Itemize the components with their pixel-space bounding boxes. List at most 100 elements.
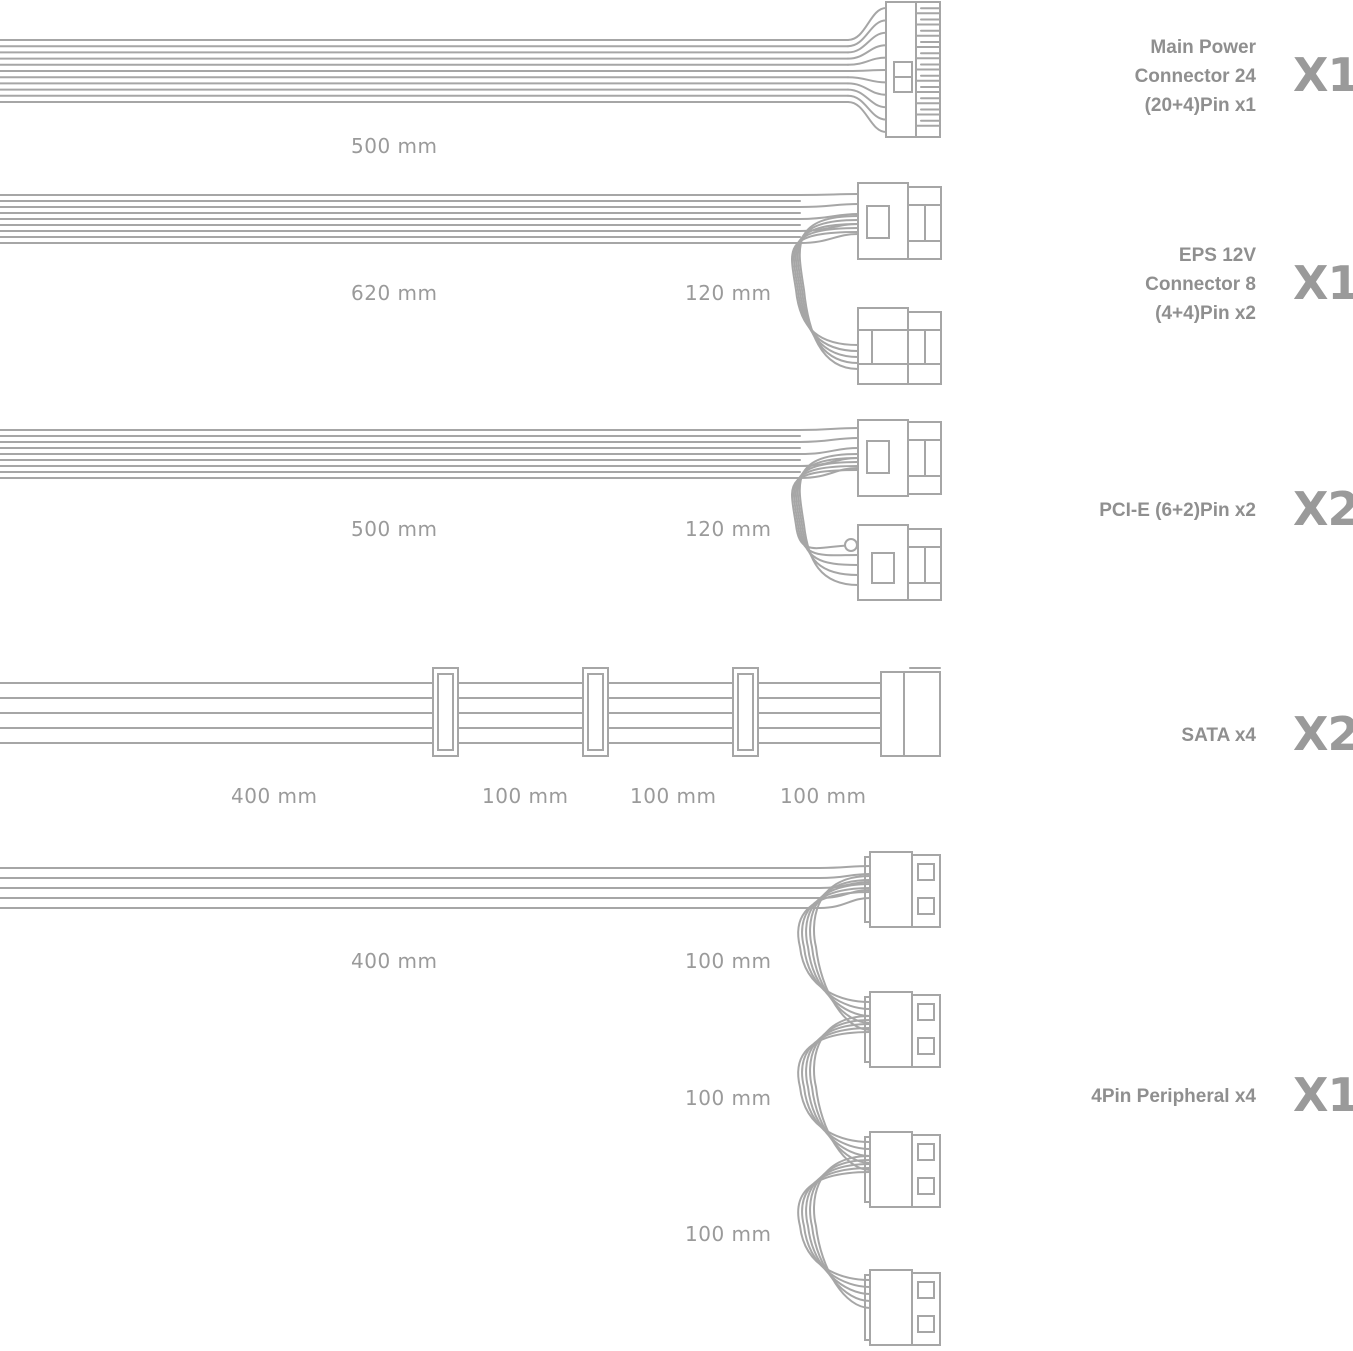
- periph-cable-fanout-wire: [819, 897, 871, 909]
- eps-cable-fanout-wire: [799, 193, 859, 196]
- name-line: SATA x4: [1181, 725, 1256, 746]
- eps-cable-fanout-wire: [799, 213, 859, 220]
- periph-cable-fanout-wire: [819, 865, 871, 869]
- periph-cable-split-wire: [809, 1159, 871, 1302]
- length-label-sata-segment-3: 100 mm: [780, 784, 867, 808]
- pcie-cable-split-wire: [796, 457, 859, 576]
- connector-name-pcie: PCI-E (6+2)Pin x2: [1099, 496, 1256, 525]
- main-cable-fanout-wire: [847, 7, 887, 41]
- pcie-connector-latch-bottom: [871, 552, 895, 584]
- length-label-periph-cable: 400 mm: [351, 949, 438, 973]
- name-line: EPS 12V: [1178, 245, 1256, 266]
- periph-cable-split-wire: [813, 1155, 871, 1309]
- main-cable-fanout-wire: [847, 19, 887, 48]
- main-cable-fanout-wire: [847, 69, 887, 72]
- periph-connector-edge: [864, 1274, 871, 1341]
- connector-name-eps: EPS 12V Connector 8 (4+4)Pin x2: [1145, 241, 1256, 328]
- periph-connector-edge: [864, 856, 871, 923]
- quantity-sata: X2: [1293, 707, 1353, 761]
- peripheral-cable: [0, 851, 941, 1346]
- name-line: (20+4)Pin x1: [1144, 95, 1256, 116]
- periph-connector-pin: [917, 863, 935, 881]
- quantity-eps: X1: [1293, 256, 1353, 310]
- eps-connector-latch-top: [866, 205, 890, 239]
- periph-cable-split-wire: [805, 883, 871, 1017]
- name-line: Connector 24: [1134, 66, 1256, 87]
- periph-cable-split-wire: [801, 887, 871, 1010]
- length-label-periph-segment-3: 100 mm: [685, 1222, 772, 1246]
- sata-inline-connector-slot: [437, 673, 454, 751]
- main-cable-fanout-wire: [847, 88, 887, 109]
- length-label-eps-cable: 620 mm: [351, 281, 438, 305]
- periph-connector-body: [869, 991, 913, 1068]
- length-label-main-cable: 500 mm: [351, 134, 438, 158]
- name-line: (4+4)Pin x2: [1155, 303, 1256, 324]
- periph-cable-split-wire: [809, 879, 871, 1024]
- periph-connector-body: [869, 1269, 913, 1346]
- pcie-cable-split-wire: [794, 461, 859, 566]
- periph-cable-split-wire: [805, 1163, 871, 1295]
- pcie-cable-fanout-wire: [799, 467, 859, 479]
- sata-cable: [0, 667, 941, 757]
- pcie-split-node: [844, 538, 858, 552]
- name-line: PCI-E (6+2)Pin x2: [1099, 500, 1256, 521]
- periph-connector-pin: [917, 1177, 935, 1195]
- connector-name-sata: SATA x4: [1181, 721, 1256, 750]
- main-cable-fanout-wire: [847, 82, 887, 96]
- quantity-periph: X1: [1293, 1068, 1353, 1122]
- main-cable-fanout-wire: [847, 31, 887, 54]
- periph-connector-pin: [917, 1281, 935, 1299]
- sata-inline-connector-slot: [587, 673, 604, 751]
- pcie-connector-latch-top: [866, 440, 890, 474]
- main-cable-fanout-wire: [847, 76, 887, 84]
- length-label-pcie-cable: 500 mm: [351, 517, 438, 541]
- length-label-sata-segment-1: 100 mm: [482, 784, 569, 808]
- length-label-sata-cable: 400 mm: [231, 784, 318, 808]
- periph-connector-body: [869, 851, 913, 928]
- eps-cable-split-wire: [796, 219, 859, 364]
- periph-cable-split-wire: [801, 1167, 871, 1288]
- pcie-cable-split-wire: [798, 453, 859, 586]
- length-label-pcie-split: 120 mm: [685, 517, 772, 541]
- main-cable-fanout-wire: [847, 56, 887, 66]
- periph-cable-split-wire: [809, 1019, 871, 1164]
- eps-cable: [0, 182, 942, 385]
- main-cable-fanout-wire: [847, 101, 887, 133]
- length-label-eps-split: 120 mm: [685, 281, 772, 305]
- sata-inline-connector-slot: [737, 673, 754, 751]
- eps-cable-fanout-wire: [799, 233, 859, 244]
- eps-cable-fanout-wire: [799, 203, 859, 208]
- name-line: Connector 8: [1145, 274, 1256, 295]
- pcie-cable-fanout-wire: [799, 437, 859, 443]
- main-cable-fanout-wire: [847, 94, 887, 121]
- eps-connector-body-bottom: [857, 307, 909, 385]
- pcie-cable-split-wire: [793, 465, 859, 557]
- periph-cable-split-wire: [805, 1023, 871, 1157]
- name-line: 4Pin Peripheral x4: [1091, 1086, 1256, 1107]
- periph-connector-pin: [917, 1315, 935, 1333]
- pcie-cable-split-wire: [791, 469, 859, 550]
- periph-connector-pin: [917, 897, 935, 915]
- periph-cable-split-wire: [801, 1027, 871, 1150]
- main-cable-fanout-wire: [847, 44, 887, 60]
- periph-connector-edge: [864, 1136, 871, 1203]
- name-line: Main Power: [1150, 37, 1256, 58]
- pcie-cable: [0, 419, 942, 601]
- main-power-cable: [0, 1, 941, 138]
- periph-connector-pin: [917, 1003, 935, 1021]
- pcie-cable-fanout-wire: [799, 427, 859, 431]
- quantity-main: X1: [1293, 48, 1353, 102]
- length-label-periph-segment-1: 100 mm: [685, 949, 772, 973]
- pcie-cable-fanout-wire: [799, 447, 859, 455]
- eps-cable-split-wire: [793, 227, 859, 352]
- eps-cable-split-wire: [791, 231, 859, 346]
- periph-connector-body: [869, 1131, 913, 1208]
- periph-connector-pin: [917, 1143, 935, 1161]
- periph-connector-pin: [917, 1037, 935, 1055]
- connector-name-periph: 4Pin Peripheral x4: [1091, 1082, 1256, 1111]
- periph-connector-edge: [864, 996, 871, 1063]
- quantity-pcie: X2: [1293, 482, 1353, 536]
- connector-name-main: Main Power Connector 24 (20+4)Pin x1: [1135, 33, 1256, 120]
